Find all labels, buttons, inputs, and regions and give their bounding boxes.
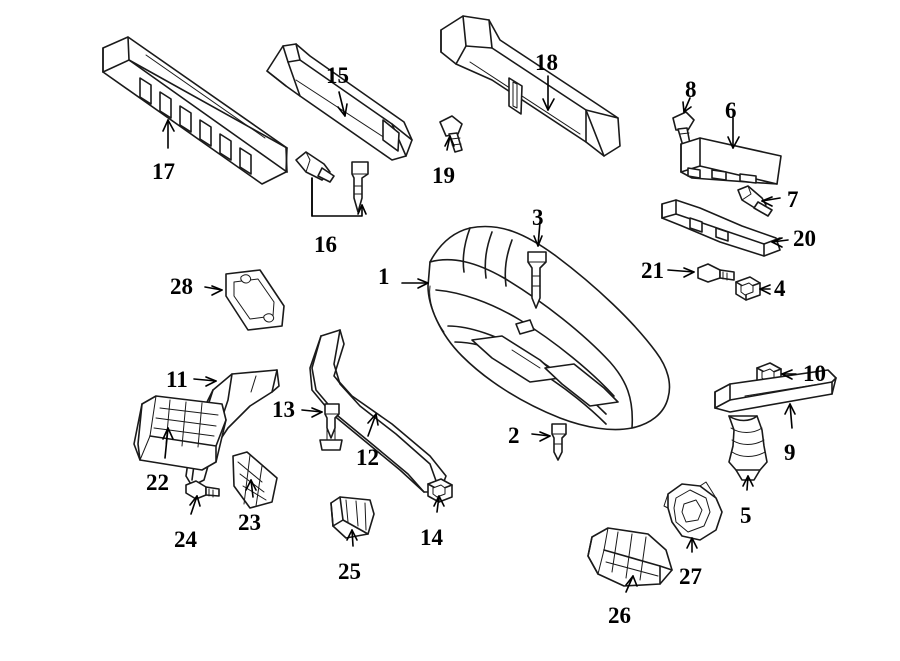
part-15-beam — [266, 43, 413, 161]
part-26-deflector — [587, 527, 673, 587]
part-17-impact-bar — [102, 36, 288, 185]
callout-3: 3 — [532, 205, 544, 230]
part-28-license-bracket — [225, 269, 285, 331]
part-3-bolt — [527, 251, 547, 309]
part-24-screw — [185, 480, 220, 500]
callout-1: 1 — [378, 264, 390, 289]
part-1-bumper-cover — [427, 225, 671, 431]
callout-13: 13 — [272, 397, 295, 422]
callout-11: 11 — [166, 367, 188, 392]
callout-27: 27 — [679, 564, 702, 589]
part-18-crossmember — [440, 15, 621, 157]
callout-10: 10 — [803, 361, 826, 386]
part-5-boot — [728, 415, 768, 481]
callout-8: 8 — [685, 77, 697, 102]
part-7-screw — [737, 185, 773, 217]
part-9-trim — [714, 369, 837, 413]
part-2-clip — [551, 423, 567, 461]
callout-4: 4 — [774, 276, 786, 301]
callout-17: 17 — [152, 159, 175, 184]
callout-22: 22 — [146, 470, 169, 495]
part-21-screw — [697, 263, 735, 283]
part-19-bolt — [439, 115, 463, 153]
callout-25: 25 — [338, 559, 361, 584]
part-6-bracket — [680, 137, 782, 185]
part-27-bracket — [663, 481, 723, 541]
callout-7: 7 — [787, 187, 799, 212]
callout-21: 21 — [641, 258, 664, 283]
callout-16: 16 — [314, 232, 337, 257]
part-13-clip — [319, 403, 343, 451]
callout-12: 12 — [356, 445, 379, 470]
callout-23: 23 — [238, 510, 261, 535]
part-25-duct — [330, 496, 375, 539]
callout-26: 26 — [608, 603, 631, 628]
callout-6: 6 — [725, 98, 737, 123]
part-4-nut — [735, 276, 761, 301]
callout-28: 28 — [170, 274, 193, 299]
callout-9: 9 — [784, 440, 796, 465]
callout-18: 18 — [535, 50, 558, 75]
part-23-grille-insert — [232, 451, 278, 509]
callout-20: 20 — [793, 226, 816, 251]
part-16-fasteners — [295, 151, 369, 213]
callout-15: 15 — [326, 63, 349, 88]
part-20-bracket — [661, 199, 781, 257]
callout-5: 5 — [740, 503, 752, 528]
callout-19: 19 — [432, 163, 455, 188]
callout-2: 2 — [508, 423, 520, 448]
callout-24: 24 — [174, 527, 197, 552]
callout-14: 14 — [420, 525, 443, 550]
part-22-grille — [133, 395, 227, 471]
